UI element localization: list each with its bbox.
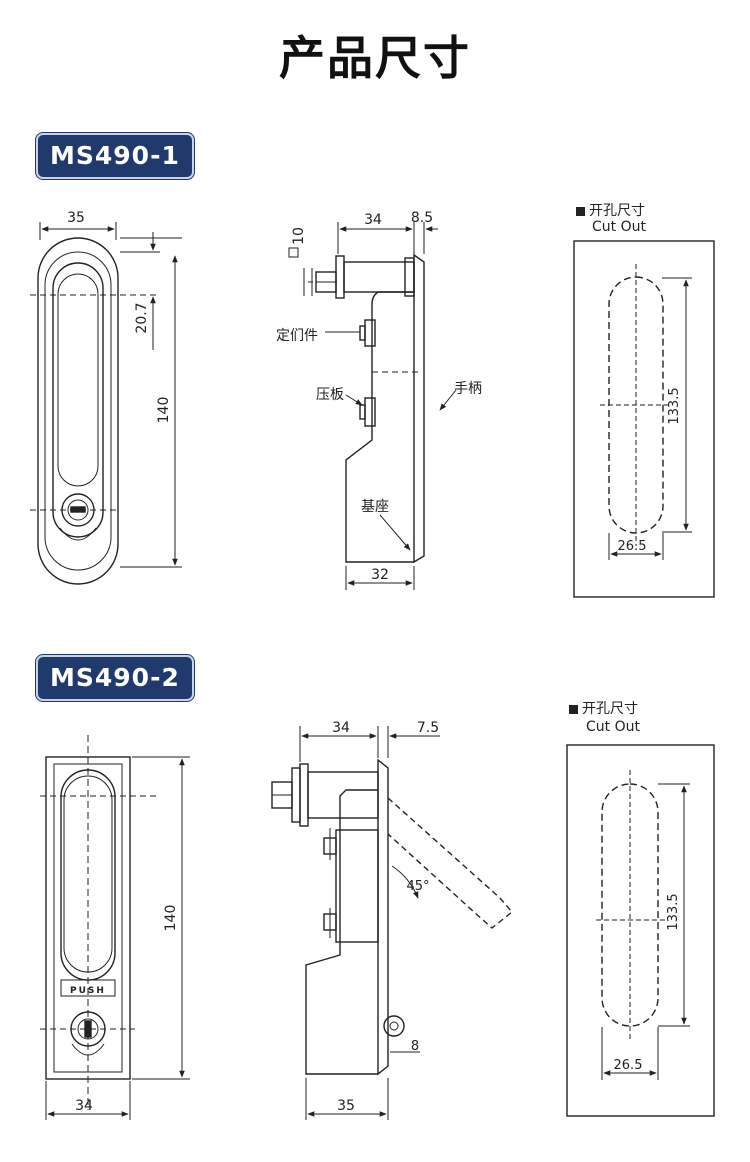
lug xyxy=(383,1015,405,1037)
angle-arc xyxy=(391,865,419,899)
model-badge-ms490-1: MS490-1 xyxy=(36,133,194,179)
cutout-hole xyxy=(601,783,659,1027)
lock-base-arc xyxy=(59,527,97,541)
cutout-bullet-2 xyxy=(569,705,578,714)
positioner-label: 定们件 xyxy=(276,328,318,344)
ms490-2-front-width-label: 34 xyxy=(75,1098,93,1114)
ms490-2-cutout-width-label: 26.5 xyxy=(614,1058,643,1073)
ms490-1-top-offset-label: 20.7 xyxy=(134,302,150,333)
ms490-1-plate-label: 8.5 xyxy=(411,210,433,226)
outer-body xyxy=(37,237,119,585)
ms490-1-base-width-label: 32 xyxy=(371,567,389,583)
lock-core xyxy=(67,499,89,521)
square-symbol xyxy=(288,247,299,258)
model-badge-ms490-2: MS490-2 xyxy=(36,655,194,701)
ms490-1-cutout-height-label: 133.5 xyxy=(667,387,682,424)
ms490-1-cutout-width-label: 26.5 xyxy=(618,539,647,554)
cutout-panel xyxy=(566,744,715,1117)
ms490-2-cutout-label-en: Cut Out xyxy=(586,719,640,735)
ms490-2-front-view xyxy=(40,735,190,1120)
handle-recess xyxy=(52,262,104,538)
front-plate xyxy=(377,758,389,1076)
pressplate-block xyxy=(364,397,376,427)
front-plate xyxy=(413,253,425,564)
page-title: 产品尺寸 xyxy=(279,31,471,85)
handle-label: 手柄 xyxy=(454,381,482,397)
ms490-2-cutout-height-label: 133.5 xyxy=(666,893,681,930)
cutout-bullet-1 xyxy=(576,207,585,216)
ms490-1-cutout-label-en: Cut Out xyxy=(592,219,646,235)
shaft-flange xyxy=(335,255,345,299)
ms490-1-side-view xyxy=(303,222,457,590)
ms490-1-front-width-label: 35 xyxy=(67,210,85,226)
base-label: 基座 xyxy=(361,498,389,515)
ms490-2-angle-label: 45° xyxy=(406,879,429,894)
handle-inner xyxy=(57,273,99,487)
ms490-1-depth-label: 34 xyxy=(364,212,382,228)
push-label: PUSH xyxy=(70,986,106,996)
shaft-collar xyxy=(404,257,415,297)
base-body xyxy=(305,789,378,1075)
cutout-panel xyxy=(573,240,715,598)
ms490-1-cutout-view xyxy=(573,240,715,598)
handle-open-position xyxy=(387,797,514,929)
shaft-flange xyxy=(299,763,309,827)
ms490-2-base-width-label: 35 xyxy=(337,1098,355,1114)
ms490-2-lug-label: 8 xyxy=(411,1039,419,1054)
pressplate-label: 压板 xyxy=(316,387,344,403)
shaft-cylinder xyxy=(307,771,379,819)
ms490-2-depth-label: 34 xyxy=(332,720,350,736)
ms490-2-plate-label: 7.5 xyxy=(417,720,439,736)
positioner-block xyxy=(364,319,376,347)
mount-block xyxy=(335,829,379,943)
ms490-1-cutout-label-cn: 开孔尺寸 xyxy=(589,203,645,219)
ms490-2-front-height-label: 140 xyxy=(163,905,179,932)
ms490-1-front-view xyxy=(30,222,182,585)
ms490-2-cutout-view xyxy=(566,744,715,1117)
ms490-2-cutout-label-cn: 开孔尺寸 xyxy=(582,701,638,717)
inner-body xyxy=(44,251,112,571)
shaft-cylinder xyxy=(343,261,415,293)
ms490-2-side-view xyxy=(271,726,514,1120)
ms490-1-front-height-label: 140 xyxy=(156,397,172,424)
ms490-1-square-label: 10 xyxy=(291,227,307,245)
